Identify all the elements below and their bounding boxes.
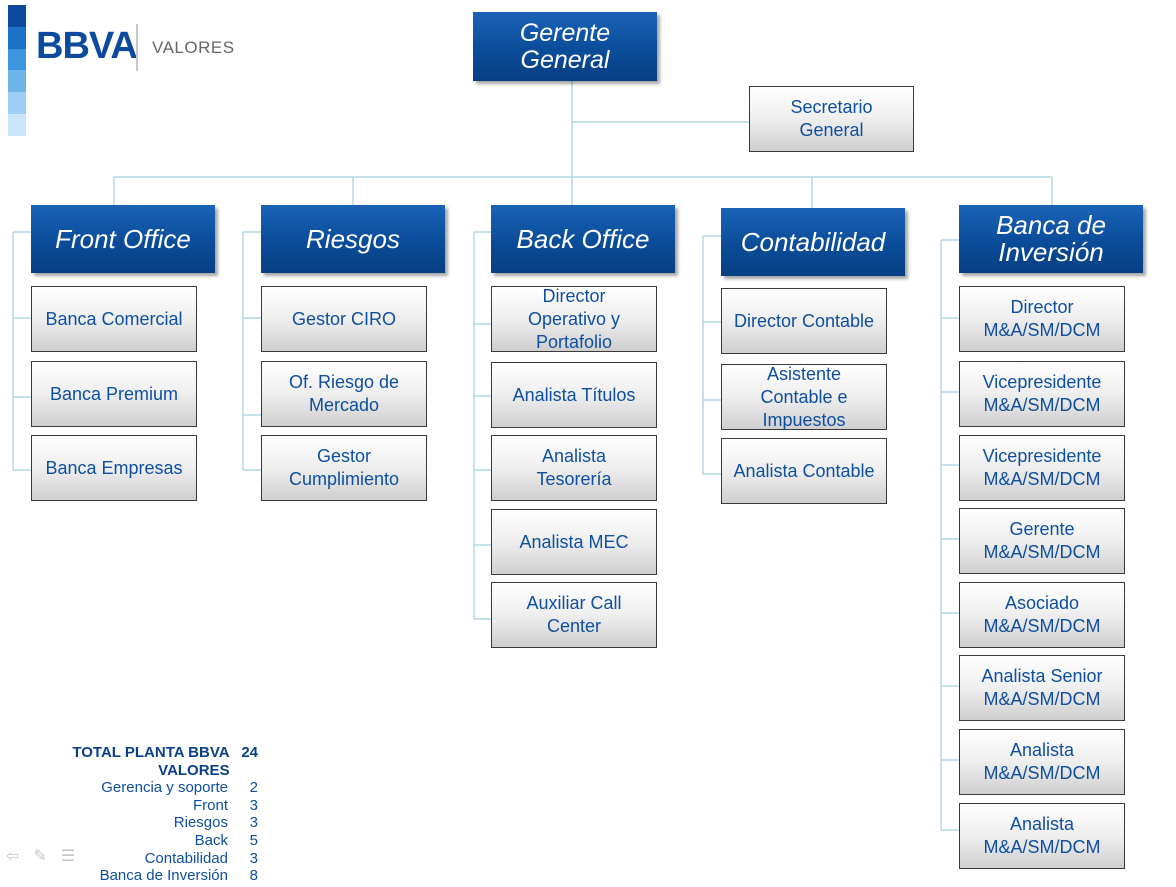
dept-title: Back Office <box>516 223 650 254</box>
role-label: Vicepresidente M&A/SM/DCM <box>982 446 1102 489</box>
summary-row: Banca de Inversión 8 <box>14 867 258 885</box>
summary-value: 3 <box>249 796 258 814</box>
role-label: Analista M&A/SM/DCM <box>983 814 1101 857</box>
role-box: Vicepresidente M&A/SM/DCM <box>959 361 1125 427</box>
role-box: Director Operativo y Portafolio <box>491 286 657 352</box>
dept-title: Riesgos <box>306 223 400 254</box>
role-label: Analista MEC <box>519 531 629 552</box>
role-label: Banca Empresas <box>45 457 183 478</box>
dept-header-banca-inversion: Banca de Inversión <box>959 205 1143 273</box>
dept-header-riesgos: Riesgos <box>261 205 445 273</box>
summary-row: Gerencia y soporte 2 <box>14 779 258 797</box>
menu-icon[interactable]: ☰ <box>60 848 76 865</box>
role-box: Asistente Contable e Impuestos <box>721 364 887 430</box>
role-label: Vicepresidente M&A/SM/DCM <box>982 372 1102 415</box>
dept-header-contabilidad: Contabilidad <box>721 208 905 276</box>
logo-divider <box>136 24 138 71</box>
role-box: Director Contable <box>721 288 887 354</box>
role-box: Banca Premium <box>31 361 197 427</box>
dept-header-front-office: Front Office <box>31 205 215 273</box>
strip-band <box>8 92 26 114</box>
dept-title: Banca de Inversión <box>996 210 1106 267</box>
role-label: Asistente Contable e Impuestos <box>760 363 848 430</box>
secretary-box: Secretario General <box>749 86 914 152</box>
role-label: Analista Tesorería <box>536 446 612 489</box>
summary-row: Riesgos 3 <box>14 814 258 832</box>
dept-header-back-office: Back Office <box>491 205 675 273</box>
role-label: Analista M&A/SM/DCM <box>983 740 1101 783</box>
role-box: Director M&A/SM/DCM <box>959 286 1125 352</box>
role-label: Banca Premium <box>49 383 179 404</box>
strip-band <box>8 48 26 71</box>
summary-total-row: TOTAL PLANTA BBVA VALORES 24 <box>14 744 258 779</box>
slide-nav: ⇦ ✎ ☰ <box>6 846 75 866</box>
role-label: Analista Contable <box>733 460 875 481</box>
role-box: Vicepresidente M&A/SM/DCM <box>959 435 1125 501</box>
role-box: Banca Comercial <box>31 286 197 352</box>
pen-icon[interactable]: ✎ <box>33 848 47 865</box>
role-box: Gestor Cumplimiento <box>261 435 427 501</box>
role-label: Asociado M&A/SM/DCM <box>983 593 1101 636</box>
summary-label: Back <box>194 831 228 849</box>
role-box: Auxiliar Call Center <box>491 582 657 648</box>
summary-value: 2 <box>249 779 258 797</box>
summary-row: Back 5 <box>14 832 258 850</box>
summary-row: Front 3 <box>14 797 258 815</box>
dept-title: Contabilidad <box>740 226 886 257</box>
role-box: Analista M&A/SM/DCM <box>959 803 1125 869</box>
summary-row: Contabilidad 3 <box>14 850 258 868</box>
summary-value: 8 <box>249 867 258 885</box>
role-box: Analista Contable <box>721 438 887 504</box>
strip-band <box>8 113 26 136</box>
summary-label: Gerencia y soporte <box>101 779 228 797</box>
summary-value: 5 <box>249 831 258 849</box>
summary-total-label: TOTAL PLANTA BBVA VALORES <box>72 744 230 779</box>
role-box: Analista MEC <box>491 509 657 575</box>
secretary-title: Secretario General <box>790 97 873 140</box>
dept-title: Front Office <box>55 223 191 254</box>
summary-label: Contabilidad <box>144 849 228 867</box>
brand-color-strip <box>8 5 26 136</box>
role-label: Gestor CIRO <box>291 308 397 329</box>
role-label: Banca Comercial <box>45 308 183 329</box>
summary-label: Riesgos <box>173 814 228 832</box>
summary-label: Front <box>192 796 228 814</box>
logo-subtitle: VALORES <box>152 38 235 57</box>
role-box: Gestor CIRO <box>261 286 427 352</box>
role-box: Banca Empresas <box>31 435 197 501</box>
role-box: Analista M&A/SM/DCM <box>959 729 1125 795</box>
role-label: Analista Senior M&A/SM/DCM <box>981 666 1103 709</box>
ceo-box: Gerente General <box>473 12 657 81</box>
summary-value: 3 <box>249 814 258 832</box>
role-label: Of. Riesgo de Mercado <box>288 372 400 415</box>
role-box: Analista Senior M&A/SM/DCM <box>959 655 1125 721</box>
role-box: Analista Títulos <box>491 362 657 428</box>
role-box: Gerente M&A/SM/DCM <box>959 508 1125 574</box>
bbva-logo: BBVA <box>36 25 138 67</box>
summary-total-value: 24 <box>241 744 258 761</box>
role-label: Auxiliar Call Center <box>526 593 622 636</box>
headcount-summary: TOTAL PLANTA BBVA VALORES 24 Gerencia y … <box>14 744 258 885</box>
role-box: Asociado M&A/SM/DCM <box>959 582 1125 648</box>
role-label: Gestor Cumplimiento <box>288 446 400 489</box>
ceo-title: Gerente General <box>519 18 611 74</box>
role-label: Analista Títulos <box>512 384 636 405</box>
strip-band <box>8 70 26 93</box>
summary-value: 3 <box>249 849 258 867</box>
role-box: Of. Riesgo de Mercado <box>261 361 427 427</box>
back-arrow-icon[interactable]: ⇦ <box>6 848 20 865</box>
strip-band <box>8 26 26 49</box>
role-label: Director Operativo y Portafolio <box>527 285 621 352</box>
role-box: Analista Tesorería <box>491 435 657 501</box>
strip-band <box>8 5 26 27</box>
role-label: Director Contable <box>733 310 875 331</box>
role-label: Gerente M&A/SM/DCM <box>983 519 1101 562</box>
role-label: Director M&A/SM/DCM <box>983 297 1101 340</box>
summary-label: Banca de Inversión <box>99 867 228 885</box>
